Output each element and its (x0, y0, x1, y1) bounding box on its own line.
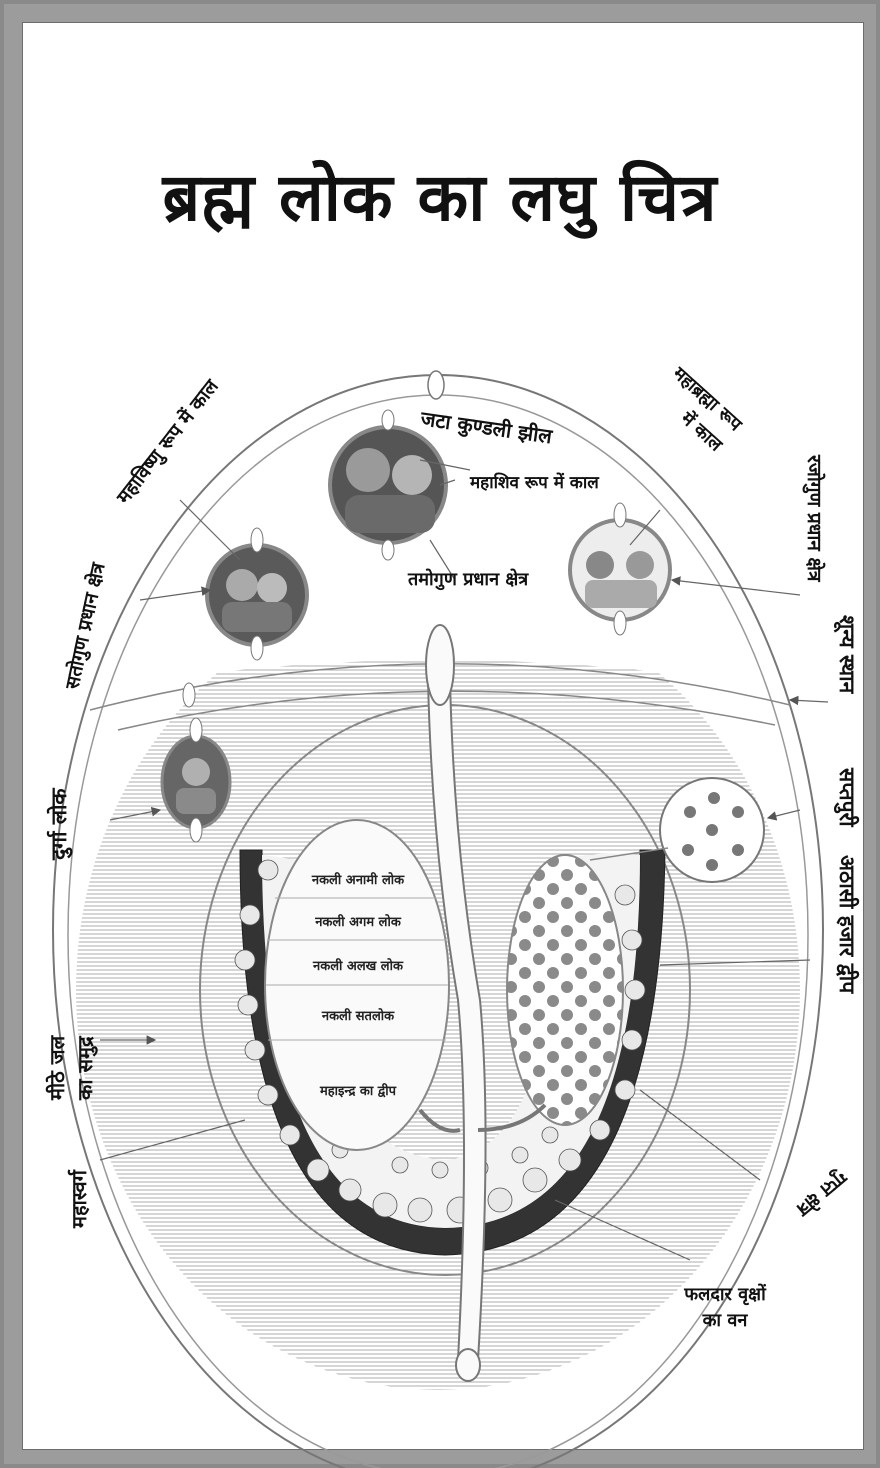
label-rajogun: रजोगुण प्रधान क्षेत्र (802, 454, 826, 583)
pillar-bottom-knob (456, 1349, 480, 1381)
mahashiv-medallion (330, 410, 446, 560)
label-shunya: शून्य स्थान (833, 615, 859, 695)
label-nakli-satlok: नकली सतलोक (321, 1008, 395, 1024)
mahabrahma-medallion (570, 503, 670, 635)
label-saptpuri: सप्तपुरी (833, 767, 860, 828)
label-durga: दुर्गा लोक (46, 788, 73, 861)
label-gupt: गुप्त क्षेत्र (790, 1165, 852, 1222)
label-mahaswarg: महास्वर्ग (67, 1169, 91, 1229)
label-athasi: अठासी हजार द्वीप (835, 855, 860, 994)
label-meethe-2: का समुद्र (73, 1035, 98, 1101)
label-jata: जटा कुण्डली झील (418, 406, 555, 449)
mahavishnu-medallion (207, 528, 307, 660)
pillar-top-knob (426, 625, 454, 705)
athasi-hazar-dweep (507, 855, 623, 1125)
shell-top-knob (428, 371, 444, 399)
label-phaldar-1: फलदार वृक्षों (683, 1283, 767, 1306)
label-mahavishnu: महाविष्णु रूप में काल (111, 374, 224, 509)
label-mahaindra: महाइन्द्र का द्वीप (319, 1083, 397, 1099)
label-satogun: सतोगुण प्रधान क्षेत्र (60, 559, 111, 692)
label-tamogun: तमोगुण प्रधान क्षेत्र (407, 568, 529, 591)
label-nakli-alakh: नकली अलख लोक (312, 958, 404, 974)
label-meethe-1: मीठे जल (45, 1034, 69, 1101)
label-nakli-anami: नकली अनामी लोक (311, 872, 405, 888)
label-nakli-agam: नकली अगम लोक (314, 914, 402, 930)
label-phaldar-2: का वन (702, 1310, 749, 1331)
label-mahashiv: महाशिव रूप में काल (469, 472, 600, 493)
